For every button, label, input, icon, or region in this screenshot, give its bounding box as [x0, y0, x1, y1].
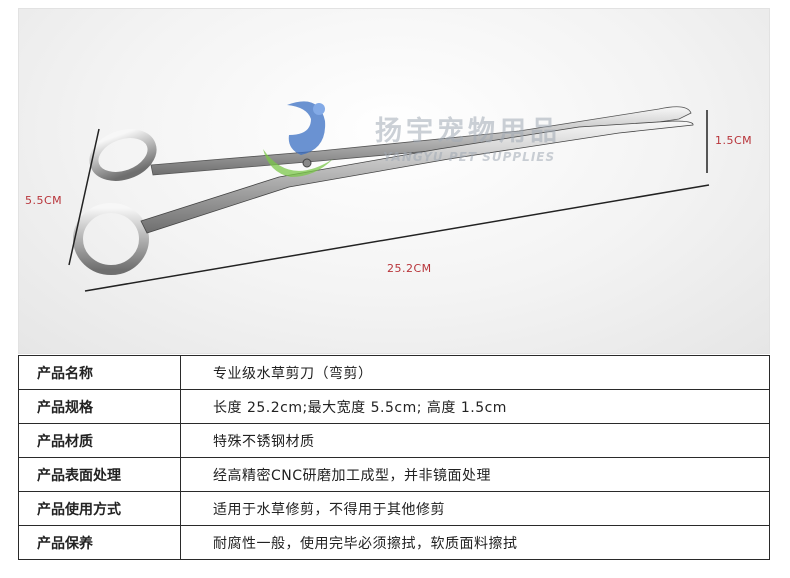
spec-label: 产品名称 — [18, 355, 181, 390]
lower-ring — [73, 203, 149, 275]
spec-value: 经高精密CNC研磨加工成型，并非镜面处理 — [180, 457, 770, 492]
watermark-chinese: 扬宇宠物用品 — [375, 116, 561, 147]
table-row: 产品名称 专业级水草剪刀（弯剪） — [18, 355, 770, 390]
spec-label: 产品保养 — [18, 525, 181, 560]
table-row: 产品规格 长度 25.2cm;最大宽度 5.5cm; 高度 1.5cm — [18, 389, 770, 424]
spec-value: 适用于水草修剪，不得用于其他修剪 — [180, 491, 770, 526]
product-photo: 扬宇宠物用品 YANGYU PET SUPPLIES 5.5CM 1.5CM 2… — [18, 8, 770, 354]
length-dimension-line — [84, 184, 710, 292]
spec-label: 产品规格 — [18, 389, 181, 424]
spec-label: 产品表面处理 — [18, 457, 181, 492]
table-row: 产品保养 耐腐性一般，使用完毕必须擦拭，软质面料擦拭 — [18, 525, 770, 560]
yangyu-logo-icon — [263, 101, 333, 177]
spec-value: 长度 25.2cm;最大宽度 5.5cm; 高度 1.5cm — [180, 389, 770, 424]
spec-value: 专业级水草剪刀（弯剪） — [180, 355, 770, 390]
spec-label: 产品使用方式 — [18, 491, 181, 526]
scissors-illustration — [68, 101, 710, 292]
length-label: 25.2CM — [387, 262, 432, 275]
spec-value: 特殊不锈钢材质 — [180, 423, 770, 458]
height-label: 1.5CM — [715, 134, 753, 147]
watermark-english: YANGYU PET SUPPLIES — [383, 150, 556, 164]
upper-ring — [89, 129, 157, 181]
table-row: 产品使用方式 适用于水草修剪，不得用于其他修剪 — [18, 491, 770, 526]
width-dimension-line — [68, 128, 100, 266]
table-row: 产品材质 特殊不锈钢材质 — [18, 423, 770, 458]
width-label: 5.5CM — [25, 194, 63, 207]
pivot-screw — [302, 158, 312, 168]
table-row: 产品表面处理 经高精密CNC研磨加工成型，并非镜面处理 — [18, 457, 770, 492]
lower-shank — [140, 120, 694, 234]
spec-label: 产品材质 — [18, 423, 181, 458]
spec-value: 耐腐性一般，使用完毕必须擦拭，软质面料擦拭 — [180, 525, 770, 560]
spec-table: 产品名称 专业级水草剪刀（弯剪） 产品规格 长度 25.2cm;最大宽度 5.5… — [18, 355, 770, 560]
